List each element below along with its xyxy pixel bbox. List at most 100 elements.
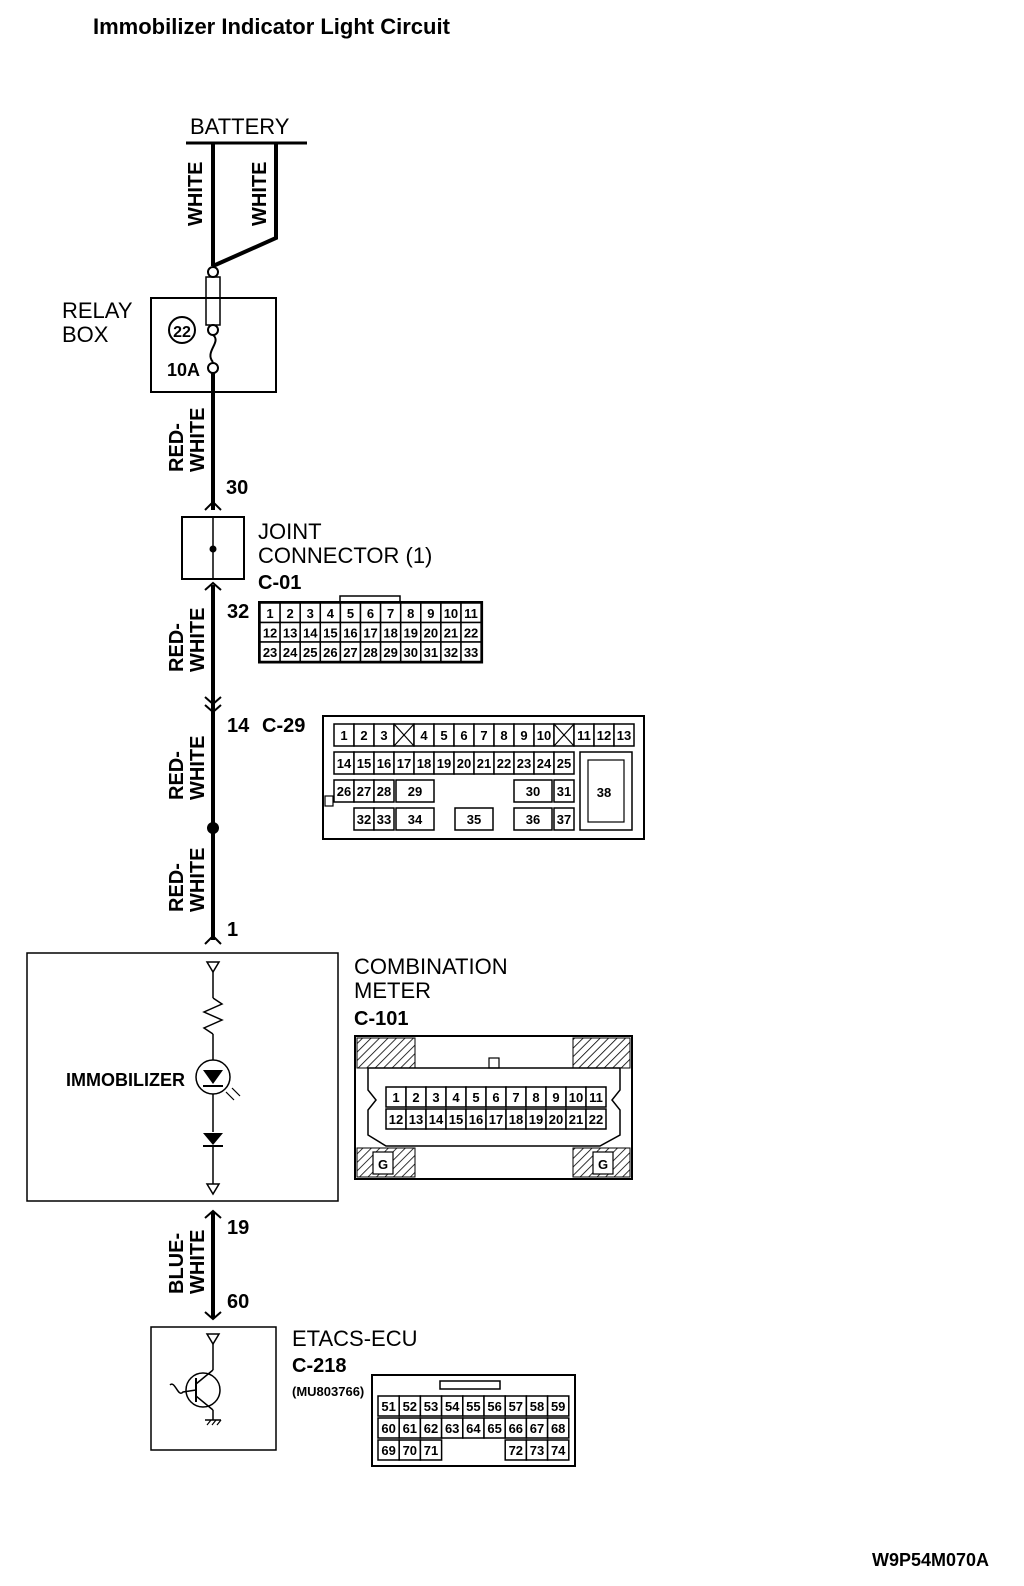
c101-terminal: 20	[545, 1108, 567, 1130]
terminal-number: 11	[577, 728, 591, 743]
c29-terminal: 11	[573, 723, 595, 747]
c01-terminal: 14	[299, 621, 322, 643]
c101-ground-box	[372, 1151, 394, 1175]
terminal-number: 24	[283, 645, 298, 660]
wire-white-2	[212, 143, 278, 268]
c01-terminal: 15	[319, 621, 342, 643]
wire-label-rw-b-2: WHITE	[187, 608, 209, 672]
c01-lock-tab	[339, 595, 401, 603]
terminal-number: 22	[464, 625, 478, 640]
c101-terminal: 5	[465, 1086, 487, 1108]
combination-meter-box	[26, 952, 339, 1202]
terminal-number: 66	[509, 1421, 523, 1436]
terminal-number: 52	[403, 1399, 417, 1414]
c101-ground-box	[592, 1151, 614, 1175]
terminal-number: 25	[557, 756, 571, 771]
etacs-ecu-label: ETACS-ECU	[292, 1326, 418, 1351]
c01-terminal: 2	[279, 602, 301, 624]
c29-terminal: 10	[533, 723, 555, 747]
c218-terminal: 61	[398, 1417, 422, 1439]
terminal-number: 33	[377, 812, 391, 827]
c29-terminal-38: 38	[579, 751, 633, 831]
c218-terminal: 56	[483, 1395, 506, 1417]
c01-terminal: 19	[399, 621, 422, 643]
terminal-number: 57	[509, 1399, 523, 1414]
terminal-number: 55	[466, 1399, 480, 1414]
terminal-number: 19	[437, 756, 451, 771]
terminal-number: 20	[457, 756, 471, 771]
c01-terminal: 8	[399, 602, 422, 624]
c218-terminal: 54	[440, 1395, 464, 1417]
terminal-number: 27	[357, 784, 371, 799]
terminal-number: 71	[424, 1443, 438, 1458]
terminal-number: 16	[469, 1112, 483, 1127]
terminal-number: 17	[489, 1112, 503, 1127]
ground-mark-text: G	[378, 1157, 388, 1172]
etacs-terminal-triangle	[205, 1333, 221, 1346]
terminal-number: 5	[472, 1090, 479, 1105]
figure-code: W9P54M070A	[872, 1550, 989, 1570]
c218-terminal: 67	[525, 1417, 549, 1439]
wire-label-bw-1: BLUE-	[166, 1233, 188, 1294]
terminal-number: 63	[445, 1421, 459, 1436]
terminal-triangle-bottom	[205, 1183, 221, 1196]
c218-terminal: 65	[483, 1417, 506, 1439]
connector-mark-1	[204, 934, 222, 945]
c218-lock-tab	[439, 1380, 501, 1390]
light-ray-2	[231, 1087, 241, 1097]
c218-terminal: 52	[398, 1395, 422, 1417]
wire-label-rw-c-1: RED-	[166, 751, 188, 800]
c01-terminal: 5	[339, 602, 362, 624]
terminal-number: 25	[303, 645, 317, 660]
transistor-emitter	[195, 1395, 214, 1411]
pin-14: 14	[227, 715, 250, 737]
c01-terminal: 29	[379, 641, 402, 663]
c101-terminal: 6	[485, 1086, 507, 1108]
fuse-rating: 10A	[167, 360, 200, 380]
fuse-number: 22	[173, 324, 191, 341]
c218-terminal: 73	[525, 1439, 549, 1461]
terminal-number: 29	[383, 645, 397, 660]
terminal-number: 61	[403, 1421, 417, 1436]
terminal-number: 21	[477, 756, 491, 771]
terminal-number: 51	[381, 1399, 395, 1414]
terminal-number: 9	[427, 606, 434, 621]
c29-terminal: 29	[395, 779, 435, 803]
c101-terminal: 7	[505, 1086, 527, 1108]
terminal-number: 53	[424, 1399, 438, 1414]
c29-terminal: 32	[353, 807, 375, 831]
c01-terminal: 24	[279, 641, 301, 663]
terminal-number: 72	[509, 1443, 523, 1458]
relay-box-label-1: RELAY	[62, 298, 133, 323]
c101-terminal: 9	[545, 1086, 567, 1108]
terminal-number: 56	[487, 1399, 501, 1414]
transistor-icon	[185, 1372, 221, 1408]
c101-terminal: 1	[385, 1086, 407, 1108]
c29-terminal: 25	[553, 751, 575, 775]
terminal-number: 3	[432, 1090, 439, 1105]
c01-terminal: 30	[399, 641, 422, 663]
connector-mark-14a	[204, 696, 222, 706]
terminal-number: 10	[569, 1090, 583, 1105]
c29-terminal: 31	[553, 779, 575, 803]
terminal-cell-frame	[460, 641, 482, 663]
c01-terminal: 28	[359, 641, 382, 663]
wire-label-rw-a-2: WHITE	[187, 408, 209, 472]
joint-dot	[209, 545, 217, 553]
c01-terminal: 4	[319, 602, 342, 624]
terminal-number: 34	[408, 812, 423, 827]
c01-terminal: 18	[379, 621, 402, 643]
c29-large-cavity	[579, 751, 633, 831]
terminal-number: 17	[397, 756, 411, 771]
c29-terminal: 12	[593, 723, 615, 747]
terminal-number: 6	[492, 1090, 499, 1105]
terminal-number: 6	[367, 606, 374, 621]
c218-terminal: 63	[440, 1417, 464, 1439]
c29-terminal: 23	[513, 751, 535, 775]
terminal-number: 16	[377, 756, 391, 771]
c29-terminal: 26	[333, 779, 355, 803]
terminal-number: 18	[417, 756, 431, 771]
terminal-number: 1	[266, 606, 273, 621]
c101-terminal: 22	[585, 1108, 607, 1130]
c01-terminal: 11	[460, 602, 482, 624]
